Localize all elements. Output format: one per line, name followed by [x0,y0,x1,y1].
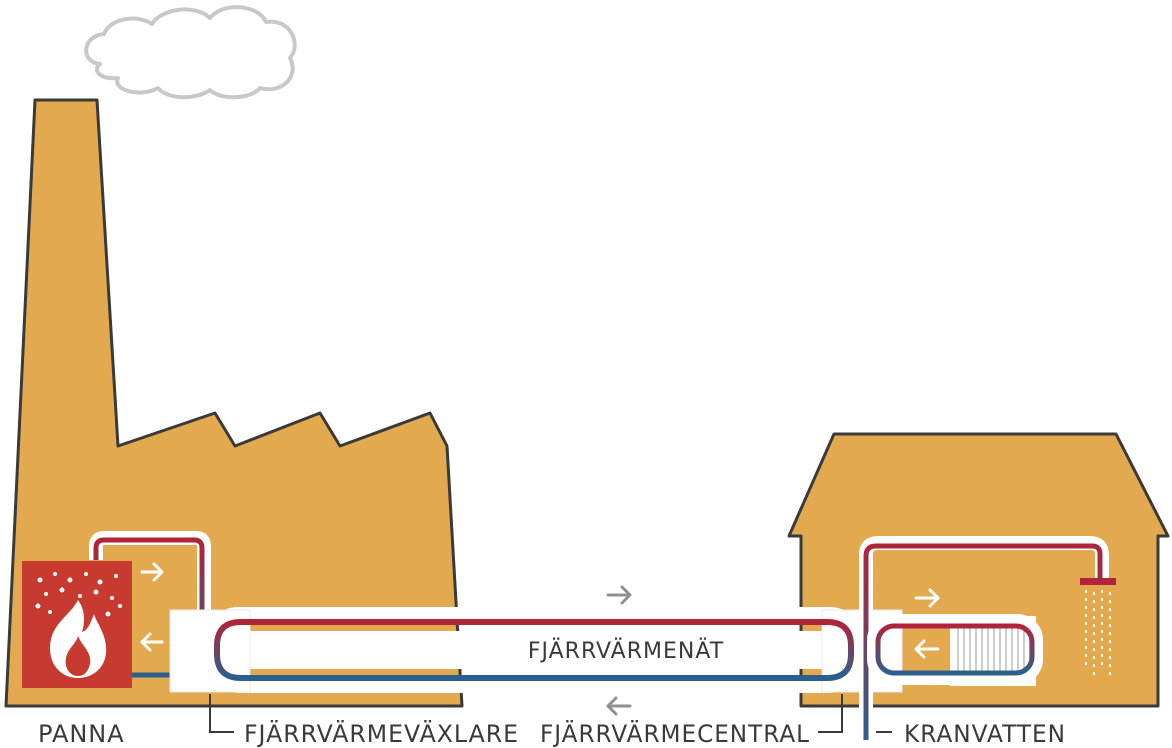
tap-water-pipe [863,543,1103,740]
leader-substation [818,694,843,733]
radiator-loop-outline [867,614,1043,685]
network-left-end [214,619,242,681]
leader-heat-exchanger [209,694,234,733]
cloud-icon [84,5,297,100]
network-flow-arrow-left [606,696,632,716]
network-right-end [826,619,854,681]
boiler-sparks [35,572,122,617]
factory-building [4,98,464,708]
label-heat-exchanger: FJÄRRVÄRMEVÄXLARE [244,719,519,748]
boiler-loop-pipe [93,537,205,676]
network-loop-inner [228,631,840,669]
label-boiler: PANNA [38,720,125,748]
network-flow-arrow-right [606,585,632,605]
label-substation: FJÄRRVÄRMECENTRAL [540,719,810,748]
arrow-left-icon [140,632,164,652]
arrow-right-icon [914,588,940,608]
arrow-right-icon [140,562,164,582]
label-tap-water: KRANVATTEN [904,720,1066,748]
arrow-left-icon [914,639,940,659]
label-network: FJÄRRVÄRMENÄT [528,638,724,664]
flame-icon [50,600,107,678]
shower-icon [1085,590,1111,678]
shower-head [1080,578,1116,585]
radiator-loop-pipe [875,623,1035,676]
